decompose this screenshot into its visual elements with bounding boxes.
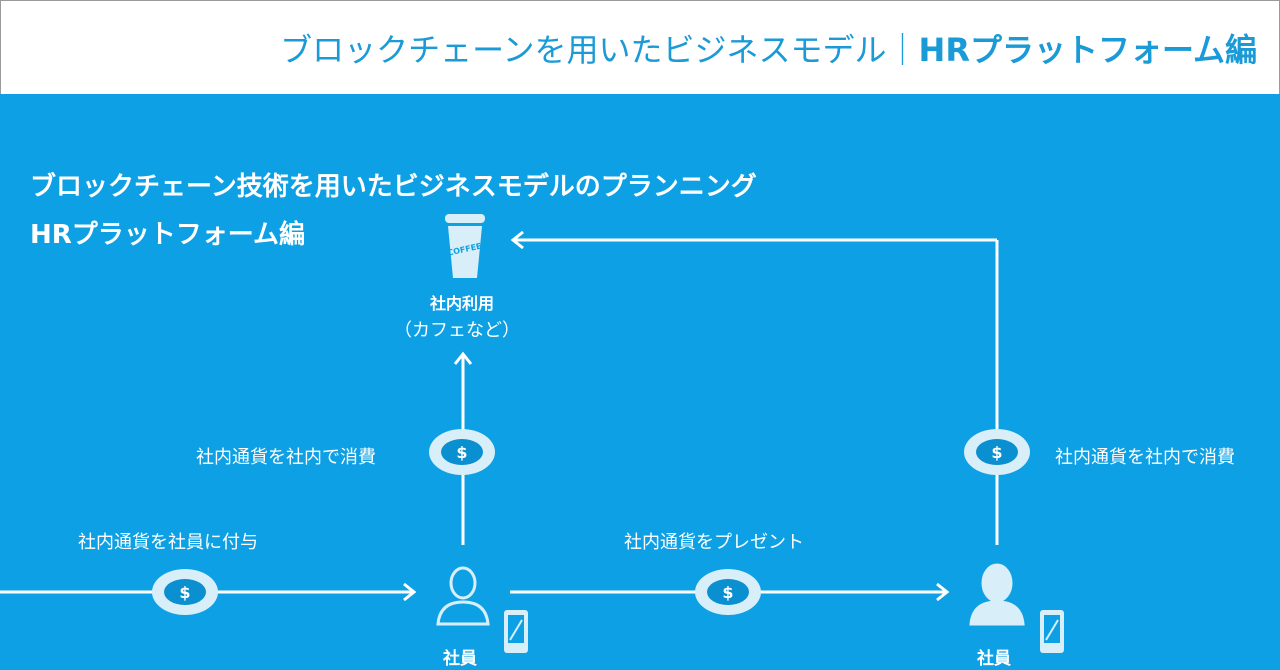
male-employee-icon <box>436 566 490 626</box>
coin-icon: $ <box>429 429 495 475</box>
header-title-main: ブロックチェーンを用いたビジネスモデル｜ <box>280 31 919 69</box>
present-label: 社内通貨をプレゼント <box>624 532 804 553</box>
grant-arrowhead <box>403 582 417 602</box>
coin-icon: $ <box>695 569 761 615</box>
cafe-label: 社内利用 <box>429 294 494 313</box>
return-arrowhead <box>510 230 524 250</box>
coin-icon: $ <box>152 569 218 615</box>
dollar-icon: $ <box>164 579 206 605</box>
present-arrowhead <box>936 582 950 602</box>
smartphone-icon <box>1040 610 1064 653</box>
spend-right-label: 社内通貨を社内で消費 <box>1055 447 1235 468</box>
smartphone-icon <box>504 610 528 653</box>
heading-line2: HRプラットフォーム編 <box>30 220 306 250</box>
coin-icon: $ <box>964 429 1030 475</box>
cafe-sub-label: （カフェなど） <box>394 320 520 341</box>
dollar-icon: $ <box>441 439 483 465</box>
female-employee-icon <box>969 563 1025 626</box>
employee-label-1: 社員 <box>443 649 477 669</box>
employee-label-2: 社員 <box>977 649 1011 669</box>
header-title-bold: HRプラットフォーム編 <box>918 31 1257 69</box>
dollar-icon: $ <box>707 579 749 605</box>
grant-label: 社内通貨を社員に付与 <box>78 532 258 553</box>
dollar-icon: $ <box>976 439 1018 465</box>
spend-left-label: 社内通貨を社内で消費 <box>196 447 376 468</box>
spend-left-arrowhead <box>453 351 473 365</box>
header-title: ブロックチェーンを用いたビジネスモデル｜HRプラットフォーム編 <box>280 25 1257 71</box>
heading-line1: ブロックチェーン技術を用いたビジネスモデルのプランニング <box>30 172 757 202</box>
header-bar: ブロックチェーンを用いたビジネスモデル｜HRプラットフォーム編 <box>0 0 1280 94</box>
